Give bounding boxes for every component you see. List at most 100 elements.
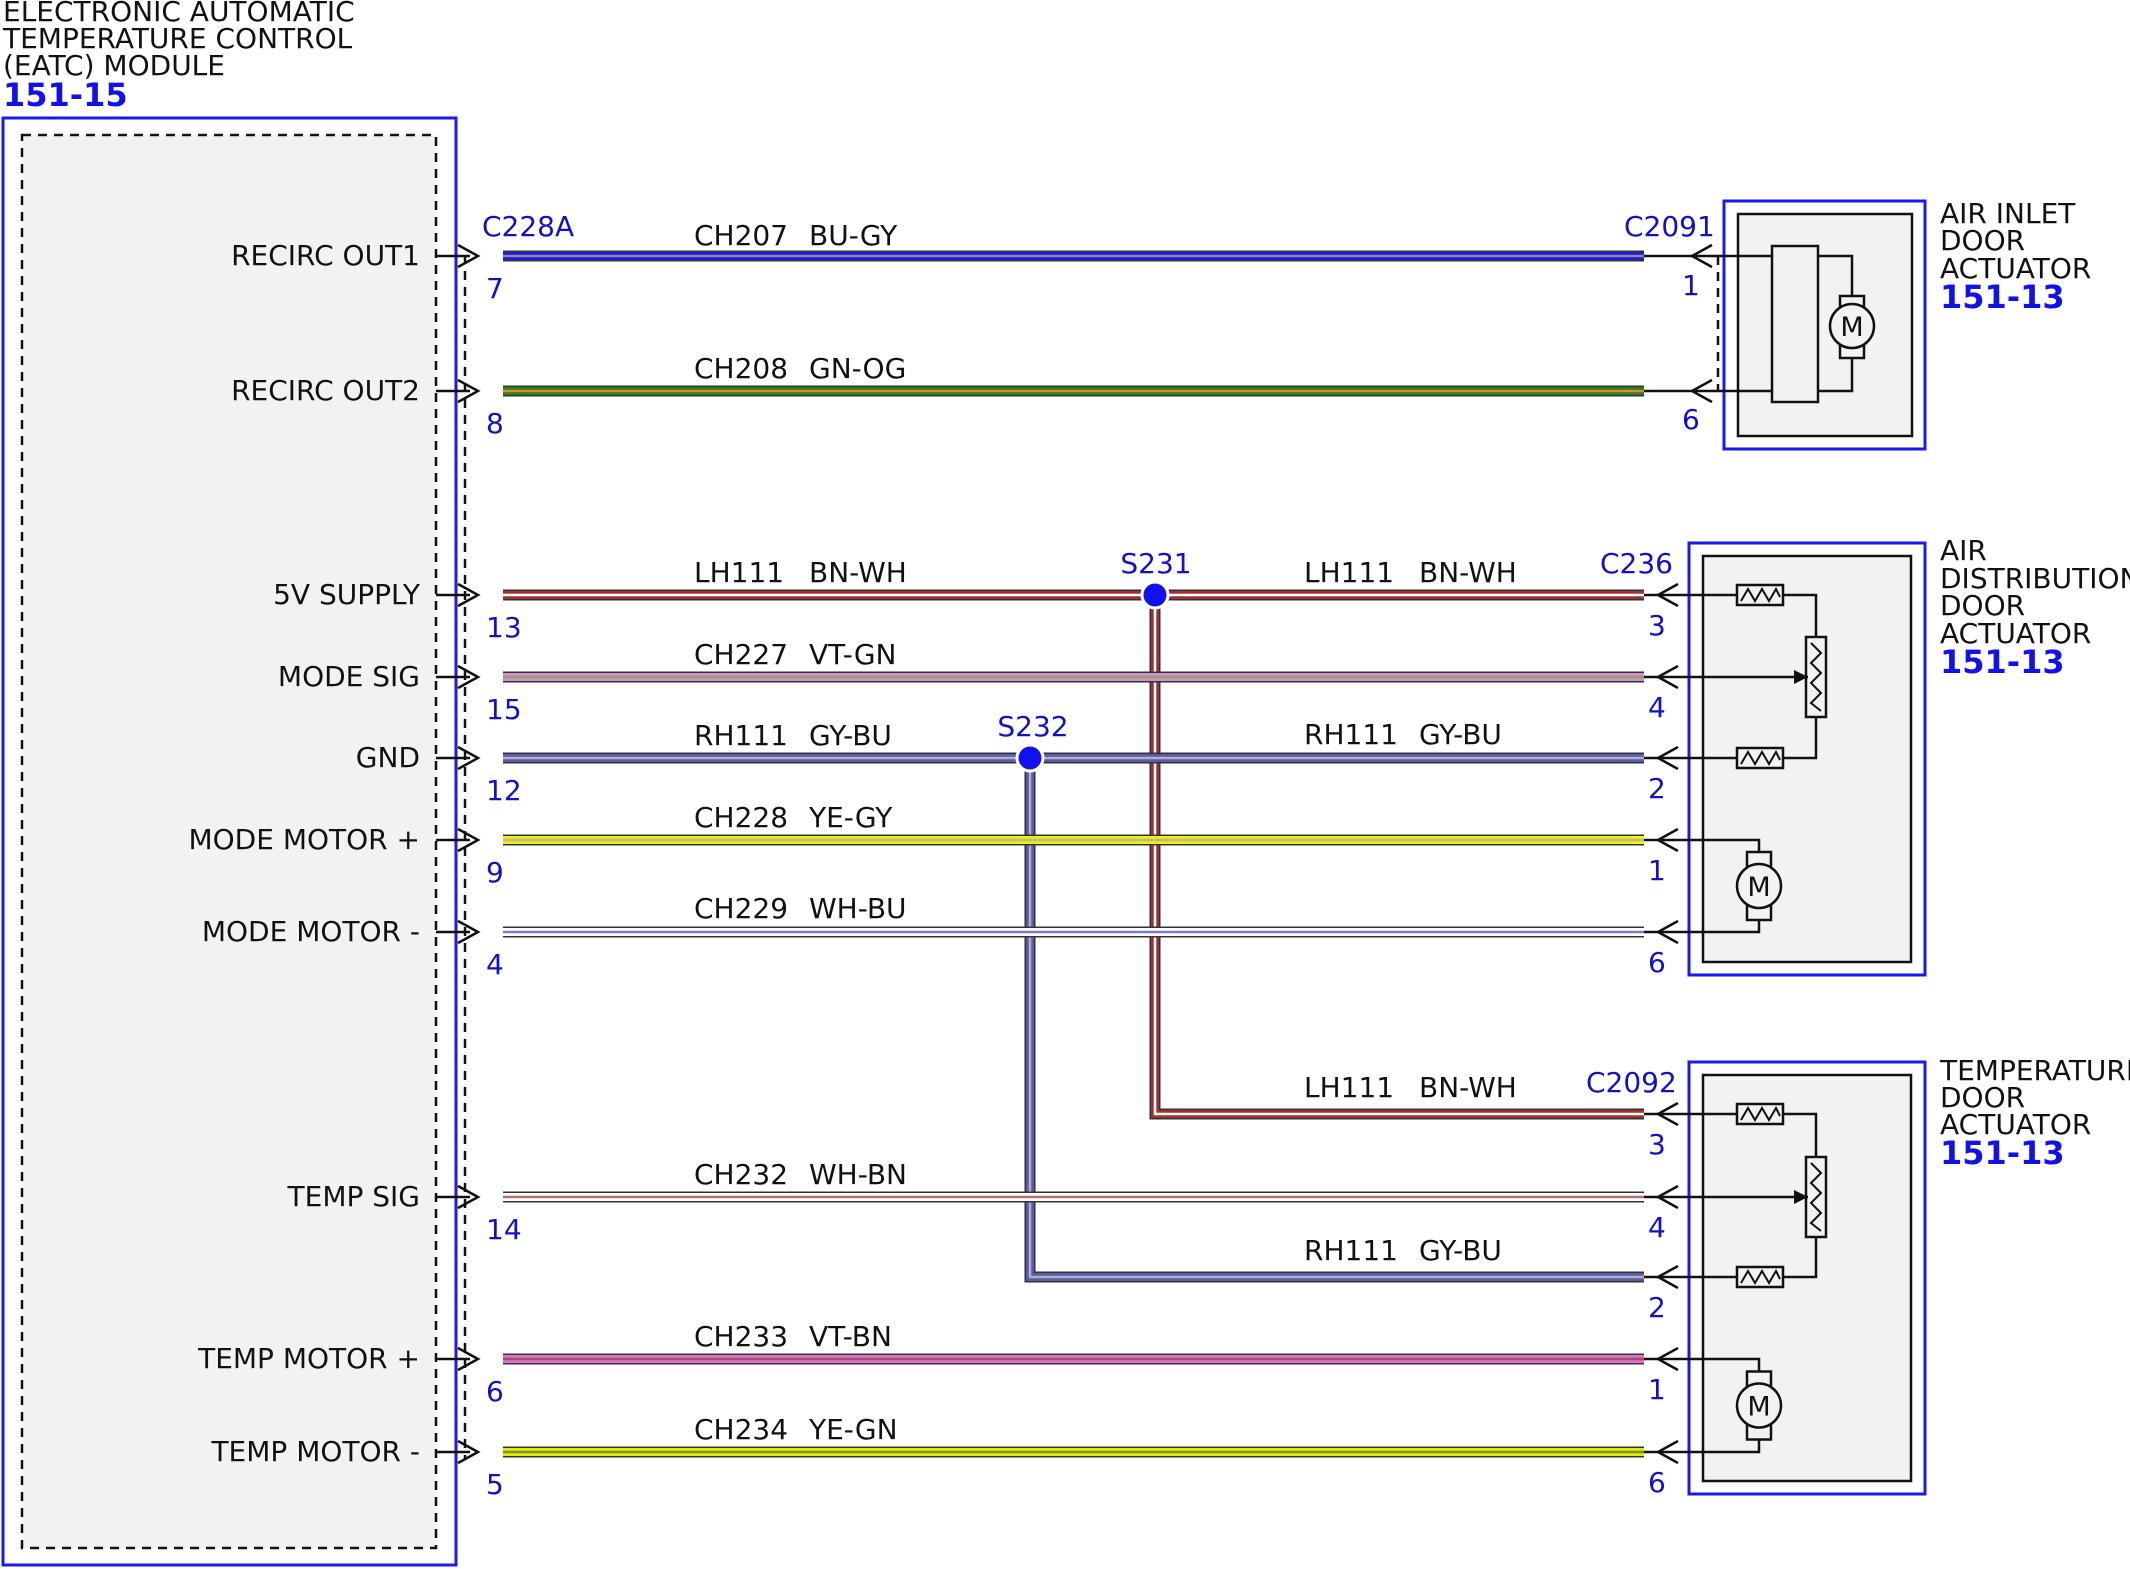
air-inlet-pin-1: 1 xyxy=(1682,269,1700,302)
signal-label: MODE MOTOR - xyxy=(202,915,420,948)
component-pin-arrow xyxy=(1655,1184,1679,1210)
air-distribution-title-4: ACTUATOR xyxy=(1940,617,2091,650)
signal-label: TEMP MOTOR + xyxy=(197,1342,420,1375)
module-pin-arrow xyxy=(457,745,481,771)
temperature-title-1: TEMPERATURE xyxy=(1939,1054,2130,1087)
module-pin-arrow xyxy=(457,919,481,945)
motor-icon xyxy=(1828,302,1876,350)
splice-label: S231 xyxy=(1120,547,1191,580)
air-inlet-title-3: ACTUATOR xyxy=(1940,252,2091,285)
wire-circuit-label: CH233 xyxy=(694,1320,788,1353)
wire-color-label: BN-WH xyxy=(1419,556,1517,589)
component-pin-arrow xyxy=(1655,1101,1679,1127)
module-pin-arrow xyxy=(457,1439,481,1465)
signal-label: MODE MOTOR + xyxy=(188,823,420,856)
component-pin-arrow xyxy=(1655,1264,1679,1290)
potentiometer-lead-top xyxy=(1783,1112,1818,1157)
motor-icon xyxy=(1735,862,1783,910)
module-pin-arrow xyxy=(457,378,481,404)
signal-label: GND xyxy=(356,741,420,774)
wire-circuit-label: CH234 xyxy=(694,1413,788,1446)
component-pin-number: 6 xyxy=(1648,946,1666,979)
wire-color-label: YE-GN xyxy=(808,1413,898,1446)
wire-color-label: BN-WH xyxy=(809,556,907,589)
wire-color-label: GY-BU xyxy=(1419,718,1502,751)
wire-circuit-label: CH232 xyxy=(694,1158,788,1191)
motor-icon-label: M xyxy=(1840,312,1863,343)
air-inlet-body xyxy=(1736,212,1914,438)
air-inlet-door-actuator: M AIR INLET DOOR ACTUATOR 151-13 C2091 1… xyxy=(1624,197,2091,451)
splice-label: S232 xyxy=(997,710,1068,743)
inlet-motor-lead-top xyxy=(1818,254,1854,298)
air-inlet-title-1: AIR INLET xyxy=(1940,197,2076,230)
module-pin-arrow xyxy=(457,582,481,608)
module-pin-number: 13 xyxy=(486,611,522,644)
resistor-zigzag xyxy=(1740,749,1781,766)
module-connector-label: C228A xyxy=(482,210,574,243)
wire-circuit-label: RH111 xyxy=(694,719,788,752)
wire-lh111-temp-branch-tracer xyxy=(1153,595,1644,1116)
module-pin-arrow xyxy=(457,1184,481,1210)
signal-label: RECIRC OUT2 xyxy=(231,374,420,407)
module-pin-number: 15 xyxy=(486,693,522,726)
module-pin-number: 14 xyxy=(486,1213,522,1246)
potentiometer-zigzag xyxy=(1809,1162,1823,1232)
air-distribution-connector-label: C236 xyxy=(1600,547,1673,580)
module-pin-number: 9 xyxy=(486,856,504,889)
temperature-title-2: DOOR xyxy=(1940,1081,2025,1114)
temperature-ref: 151-13 xyxy=(1940,1134,2065,1172)
module-pin-number: 4 xyxy=(486,948,504,981)
wire-color-label: WH-BU xyxy=(809,892,907,925)
wire-circuit-label: LH111 xyxy=(1304,556,1394,589)
module-title-line-1: ELECTRONIC AUTOMATIC xyxy=(3,0,355,28)
temperature-connector-label: C2092 xyxy=(1586,1066,1677,1099)
splice-point xyxy=(1015,743,1045,773)
module-ref: 151-15 xyxy=(3,76,128,114)
signal-label: TEMP MOTOR - xyxy=(210,1435,420,1468)
component-pin-arrow xyxy=(1655,582,1679,608)
component-pin-number: 2 xyxy=(1648,772,1666,805)
resistor-zigzag xyxy=(1740,586,1781,603)
module-pin-number: 7 xyxy=(486,272,504,305)
component-pin-number: 3 xyxy=(1648,1128,1666,1161)
resistor-zigzag xyxy=(1740,1105,1781,1122)
temperature-title-3: ACTUATOR xyxy=(1940,1108,2091,1141)
air-inlet-pin-6: 6 xyxy=(1682,403,1700,436)
component-pin-arrow xyxy=(1655,1439,1679,1465)
wire-circuit-label: CH207 xyxy=(694,219,788,252)
component-pin-arrow xyxy=(1655,745,1679,771)
wire-circuit-label: CH208 xyxy=(694,352,788,385)
air-distribution-ref: 151-13 xyxy=(1940,643,2065,681)
wire-circuit-label: CH227 xyxy=(694,638,788,671)
wire-circuit-label: RH111 xyxy=(1304,1234,1398,1267)
module-pin-number: 6 xyxy=(486,1375,504,1408)
component-pin-number: 2 xyxy=(1648,1291,1666,1324)
module-title-line-2: TEMPERATURE CONTROL xyxy=(2,22,353,55)
module-pin-arrow xyxy=(457,243,481,269)
wire-color-label: VT-GN xyxy=(809,638,896,671)
module-title-line-3: (EATC) MODULE xyxy=(3,49,225,82)
module-pin-number: 8 xyxy=(486,407,504,440)
component-pin-number: 4 xyxy=(1648,1211,1666,1244)
air-inlet-ref: 151-13 xyxy=(1940,278,2065,316)
wire-circuit-label: LH111 xyxy=(694,556,784,589)
wire-color-label: WH-BN xyxy=(809,1158,907,1191)
motor-icon-label: M xyxy=(1747,1392,1770,1423)
signal-label: 5V SUPPLY xyxy=(273,578,421,611)
component-pin-number: 1 xyxy=(1648,1373,1666,1406)
air-distribution-title-3: DOOR xyxy=(1940,589,2025,622)
signal-label: TEMP SIG xyxy=(287,1180,420,1213)
eatc-module: ELECTRONIC AUTOMATIC TEMPERATURE CONTROL… xyxy=(1,0,574,1567)
potentiometer-lead-bottom xyxy=(1783,717,1818,760)
wire-circuit-label: CH229 xyxy=(694,892,788,925)
air-distribution-title-1: AIR xyxy=(1940,534,1987,567)
component-pin-number: 3 xyxy=(1648,609,1666,642)
component-pin-arrow xyxy=(1655,1346,1679,1372)
module-pin-number: 12 xyxy=(486,774,522,807)
wire-color-label: GY-BU xyxy=(1419,1234,1502,1267)
